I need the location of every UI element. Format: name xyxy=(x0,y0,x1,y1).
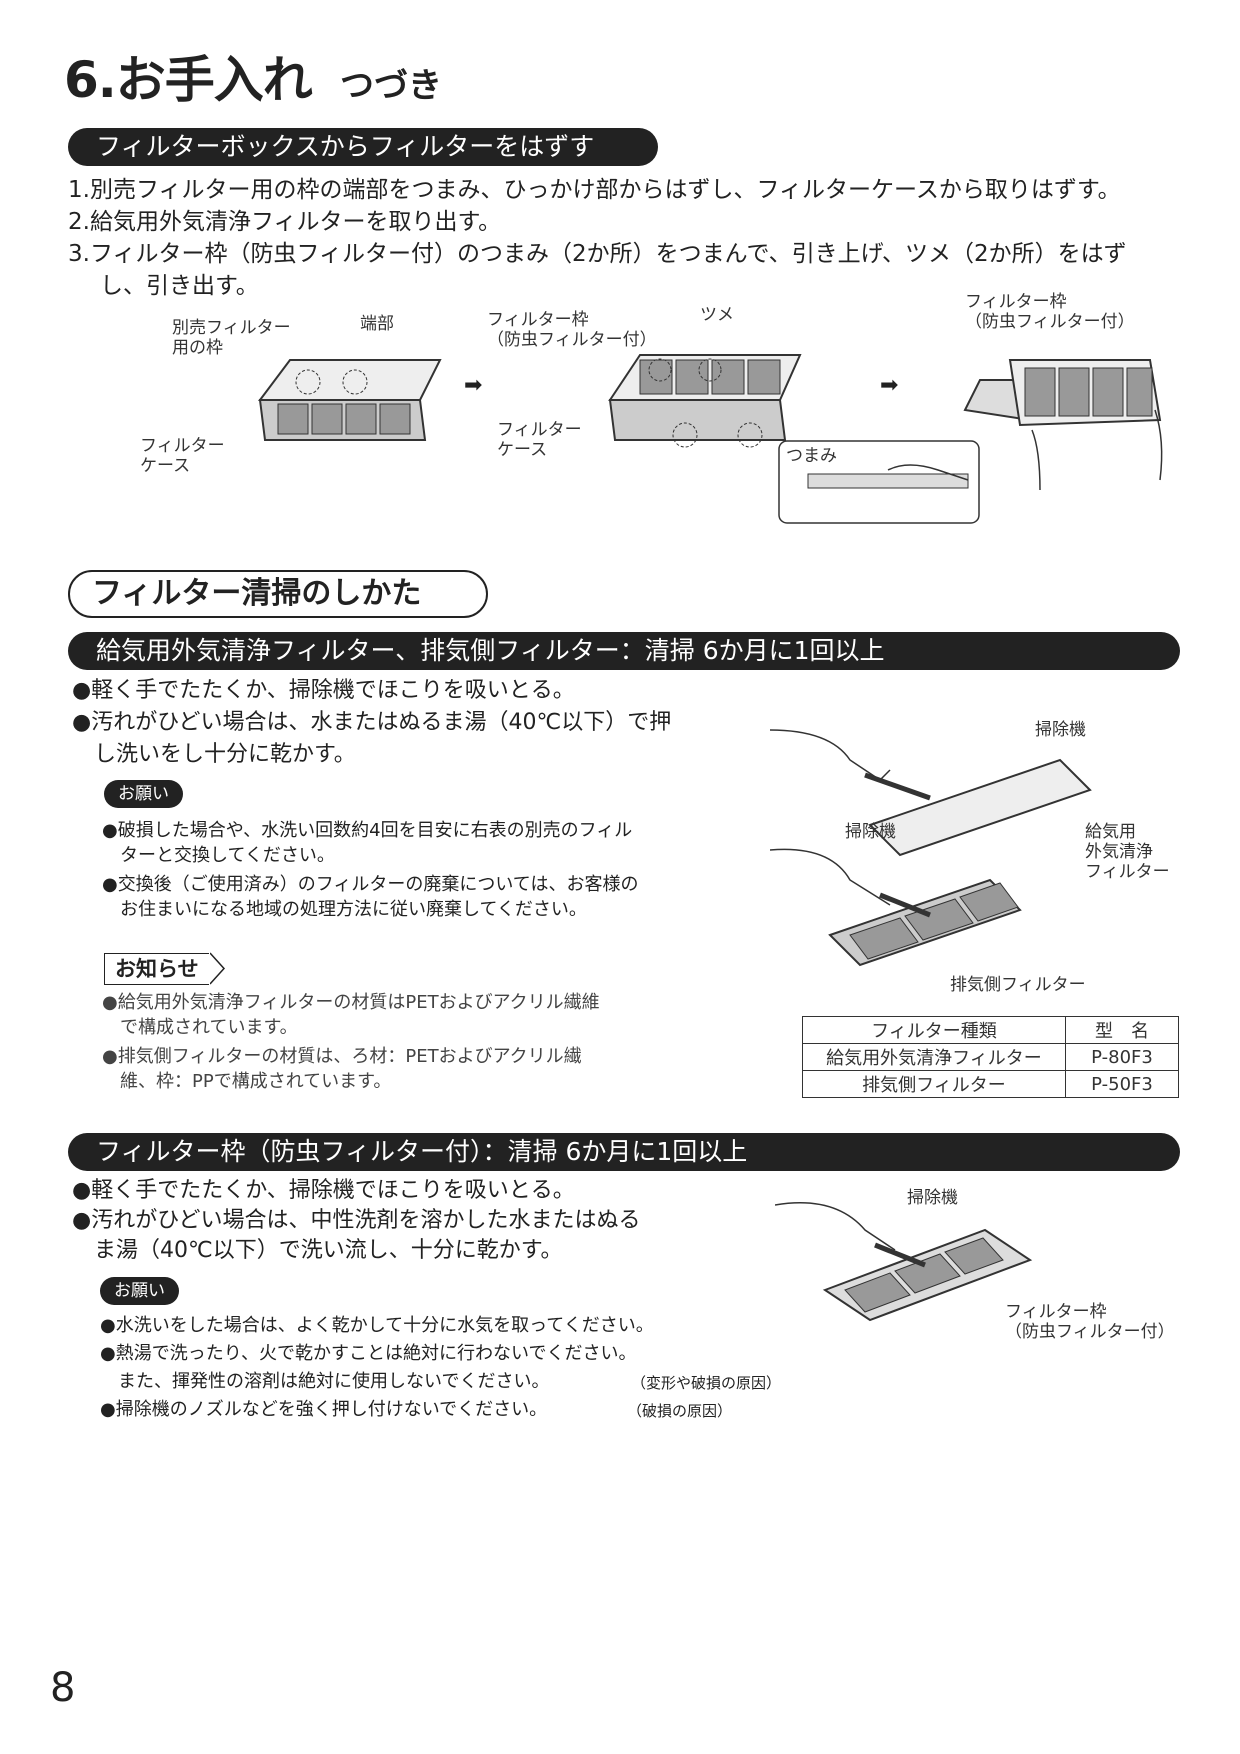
label-option-frame-1: 別売フィルター xyxy=(172,318,291,338)
section-b-request-tag: お願い xyxy=(100,1277,179,1305)
section-a-request-2-cont: お住まいになる地域の処理方法に従い廃棄してください。 xyxy=(120,899,587,920)
section-b-note-2: （破損の原因） xyxy=(627,1402,733,1420)
page-number: 8 xyxy=(50,1665,76,1711)
label-knob: つまみ xyxy=(786,446,837,466)
arrow-right-icon: ➡ xyxy=(880,373,899,398)
label-supply-1: 給気用 xyxy=(1085,822,1136,842)
label-case-1b: ケース xyxy=(140,456,191,476)
section-a-request-tag: お願い xyxy=(104,780,183,808)
section-b-heading: フィルター枠（防虫フィルター付）：清掃 6か月に1回以上 xyxy=(68,1133,1180,1171)
label-frame3-1: フィルター枠 xyxy=(965,292,1067,312)
step-3: 3.フィルター枠（防虫フィルター付）のつまみ（2か所）をつまんで、引き上げ、ツメ… xyxy=(68,241,1127,267)
vacuum-filter-illustration xyxy=(770,729,1092,967)
label-vacuum-1: 掃除機 xyxy=(1035,720,1086,740)
step-3-cont: し、引き出す。 xyxy=(100,273,259,299)
section-a-bullet-2-cont: し洗いをし十分に乾かす。 xyxy=(94,742,356,767)
filter-box-illustration-1 xyxy=(258,359,442,441)
label-claw: ツメ xyxy=(700,305,734,325)
section-b-bullet-1: ●軽く手でたたくか、掃除機でほこりを吸いとる。 xyxy=(72,1178,575,1203)
label-case-2a: フィルター xyxy=(497,420,582,440)
section-b-note-1: （変形や破損の原因） xyxy=(631,1374,782,1392)
label-frame3-2: （防虫フィルター付） xyxy=(965,312,1135,332)
table-header-row: フィルター種類 型 名 xyxy=(802,1016,1179,1044)
label-vacuum-b: 掃除機 xyxy=(907,1188,958,1208)
section-b-request-2-cont: また、揮発性の溶剤は絶対に使用しないでください。 xyxy=(118,1371,550,1392)
step-1: 1.別売フィルター用の枠の端部をつまみ、ひっかけ部からはずし、フィルターケースか… xyxy=(68,177,1121,203)
table-row: 排気側フィルター P-50F3 xyxy=(802,1070,1179,1098)
cleaning-heading: フィルター清掃のしかた xyxy=(68,570,488,618)
filter-model-table: フィルター種類 型 名 給気用外気清浄フィルター P-80F3 排気側フィルター… xyxy=(802,1016,1179,1098)
label-frame-2: （防虫フィルター付） xyxy=(487,330,657,350)
table-row: 給気用外気清浄フィルター P-80F3 xyxy=(802,1043,1179,1071)
table-cell: 排気側フィルター xyxy=(802,1070,1066,1098)
table-cell: 給気用外気清浄フィルター xyxy=(802,1043,1066,1071)
label-frame-b-1: フィルター枠 xyxy=(1005,1302,1107,1322)
filter-box-illustration-2 xyxy=(608,354,802,448)
info-tag-arrow-icon xyxy=(210,952,226,985)
page-title: 6.お手入れ xyxy=(64,51,313,109)
section-a-request-1: ●破損した場合や、水洗い回数約4回を目安に右表の別売のフィル xyxy=(102,820,633,841)
label-case-2b: ケース xyxy=(497,440,548,460)
section-a-request-2: ●交換後（ご使用済み）のフィルターの廃棄については、お客様の xyxy=(102,874,639,895)
label-edge: 端部 xyxy=(360,314,394,334)
label-frame-1: フィルター枠 xyxy=(487,310,589,330)
section-a-info-2: ●排気側フィルターの材質は、ろ材：PETおよびアクリル繊 xyxy=(102,1046,582,1067)
section-a-bullet-2: ●汚れがひどい場合は、水またはぬるま湯（40℃以下）で押 xyxy=(72,710,672,735)
page-subtitle: つづき xyxy=(340,66,442,106)
label-option-frame-2: 用の枠 xyxy=(172,338,223,358)
label-supply-3: フィルター xyxy=(1085,862,1170,882)
arrow-right-icon: ➡ xyxy=(464,373,483,398)
label-vacuum-2: 掃除機 xyxy=(845,822,896,842)
section-a-info-tag: お知らせ xyxy=(104,953,209,985)
table-header-cell: フィルター種類 xyxy=(802,1016,1066,1044)
step-2: 2.給気用外気清浄フィルターを取り出す。 xyxy=(68,209,502,235)
table-header-cell: 型 名 xyxy=(1065,1016,1179,1044)
table-cell: P-80F3 xyxy=(1065,1043,1179,1071)
section-b-request-3: ●掃除機のノズルなどを強く押し付けないでください。 xyxy=(100,1399,548,1420)
table-cell: P-50F3 xyxy=(1065,1070,1179,1098)
section-b-request-1: ●水洗いをした場合は、よく乾かして十分に水気を取ってください。 xyxy=(100,1315,654,1336)
section-a-info-1: ●給気用外気清浄フィルターの材質はPETおよびアクリル繊維 xyxy=(102,992,600,1013)
section-a-info-2-cont: 維、枠：PPで構成されています。 xyxy=(120,1071,392,1092)
label-case-1a: フィルター xyxy=(140,436,225,456)
section-a-info-1-cont: で構成されています。 xyxy=(120,1017,298,1038)
filter-box-illustration-3 xyxy=(963,359,1163,490)
label-exhaust: 排気側フィルター xyxy=(950,975,1086,995)
section-a-request-1-cont: ターと交換してください。 xyxy=(120,845,335,866)
section-b-bullet-2: ●汚れがひどい場合は、中性洗剤を溶かした水またはぬる xyxy=(72,1208,641,1233)
section-a-bullet-1: ●軽く手でたたくか、掃除機でほこりを吸いとる。 xyxy=(72,678,575,703)
knob-detail-inset xyxy=(778,440,980,524)
label-supply-2: 外気清浄 xyxy=(1085,842,1153,862)
section-b-bullet-2-cont: ま湯（40℃以下）で洗い流し、十分に乾かす。 xyxy=(94,1238,563,1263)
remove-section-heading: フィルターボックスからフィルターをはずす xyxy=(68,128,658,166)
section-a-heading: 給気用外気清浄フィルター、排気側フィルター：清掃 6か月に1回以上 xyxy=(68,632,1180,670)
label-frame-b-2: （防虫フィルター付） xyxy=(1005,1322,1175,1342)
section-b-request-2: ●熱湯で洗ったり、火で乾かすことは絶対に行わないでください。 xyxy=(100,1343,637,1364)
frame-vacuum-illustration xyxy=(775,1202,1033,1322)
